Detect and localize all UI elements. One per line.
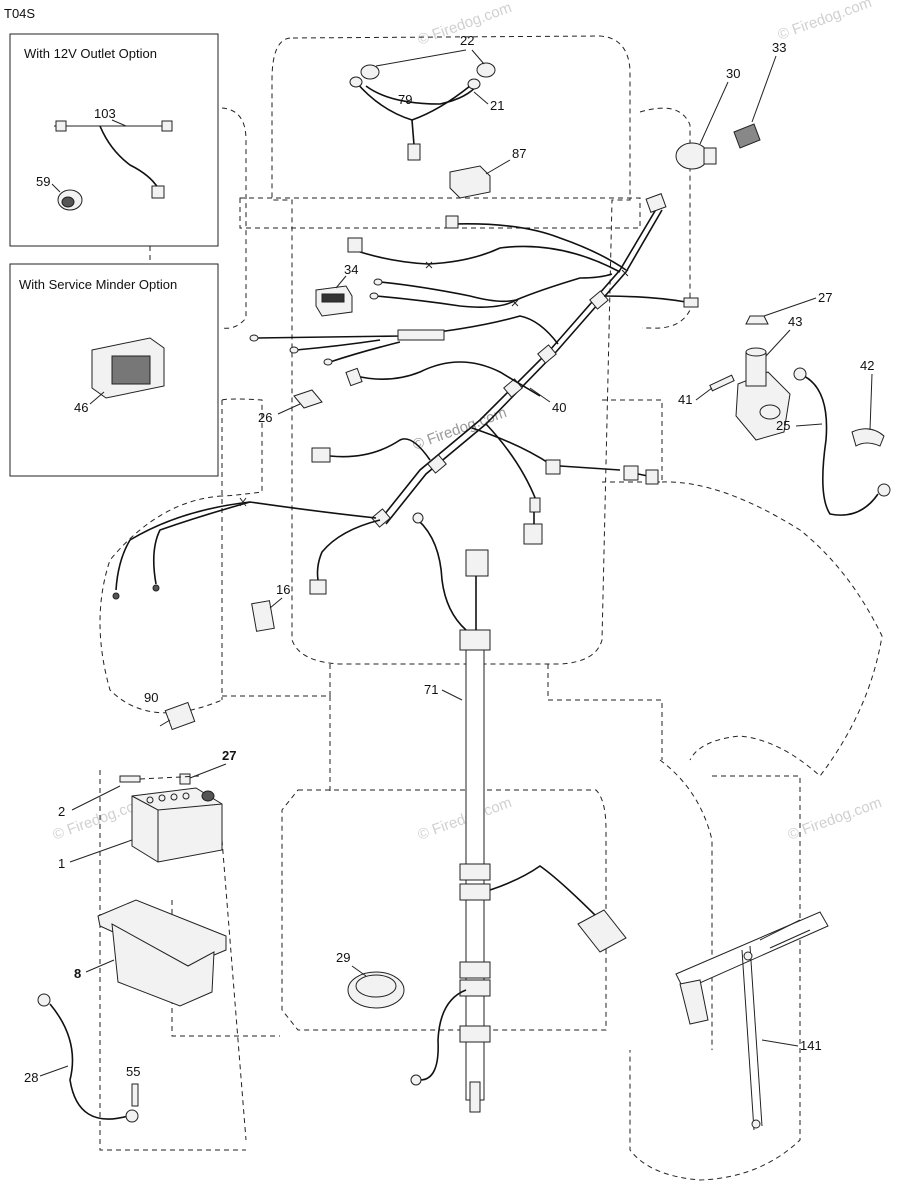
callout-40: 40 [552, 400, 566, 415]
callout-59: 59 [36, 174, 50, 189]
headlight-harness: 22 79 21 [349, 33, 504, 161]
callout-41: 41 [678, 392, 692, 407]
callout-29: 29 [336, 950, 350, 965]
callout-55: 55 [126, 1064, 140, 1079]
callout-1: 1 [58, 856, 65, 871]
callout-22: 22 [460, 33, 474, 48]
interlock-assembly: 141 [675, 911, 829, 1131]
tractor-outline [99, 35, 883, 1181]
watermark: © Firedog.com [416, 794, 514, 844]
ground-cable: 55 28 [24, 993, 140, 1123]
callout-27: 27 [222, 748, 236, 763]
battery: 2 27 1 [58, 748, 236, 871]
callout-141: 141 [800, 1038, 822, 1053]
connector-16: 16 [251, 582, 290, 632]
module-90: 90 [144, 690, 196, 731]
service-option-box: With Service Minder Option 46 [9, 263, 219, 477]
callout-2: 2 [58, 804, 65, 819]
callout-8: 8 [74, 966, 81, 981]
callout-90: 90 [144, 690, 158, 705]
callout-25: 25 [776, 418, 790, 433]
callout-87: 87 [512, 146, 526, 161]
main-wire-harness: 40 [112, 193, 699, 600]
watermark: © Firedog.com [776, 0, 874, 44]
ignition-switch: 30 33 [675, 40, 786, 170]
harness-connector [161, 120, 173, 132]
outlet-option-title: With 12V Outlet Option [24, 46, 157, 61]
callout-26: 26 [258, 410, 272, 425]
starter-solenoid: 27 43 41 42 25 [678, 290, 891, 516]
callout-16: 16 [276, 582, 290, 597]
callout-21: 21 [490, 98, 504, 113]
relay-87: 87 [449, 146, 526, 199]
rear-harness: 71 [410, 512, 627, 1113]
fuse-26: 26 [258, 389, 323, 425]
part-29: 29 [336, 950, 405, 1009]
service-option-title: With Service Minder Option [19, 277, 177, 292]
callout-28: 28 [24, 1070, 38, 1085]
callout-71: 71 [424, 682, 438, 697]
battery-tray: 8 [74, 899, 227, 1007]
callout-43: 43 [788, 314, 802, 329]
callout-42: 42 [860, 358, 874, 373]
callout-103: 103 [94, 106, 116, 121]
switch-34: 34 [315, 262, 358, 317]
harness-connector [151, 185, 165, 199]
callout-33: 33 [772, 40, 786, 55]
callout-34: 34 [344, 262, 358, 277]
harness-connector [55, 120, 67, 132]
outlet-option-box: With 12V Outlet Option 103 59 [9, 33, 219, 247]
diagram-code: T04S [4, 6, 35, 21]
callout-46: 46 [74, 400, 88, 415]
callout-27: 27 [818, 290, 832, 305]
callout-79: 79 [398, 92, 412, 107]
callout-30: 30 [726, 66, 740, 81]
